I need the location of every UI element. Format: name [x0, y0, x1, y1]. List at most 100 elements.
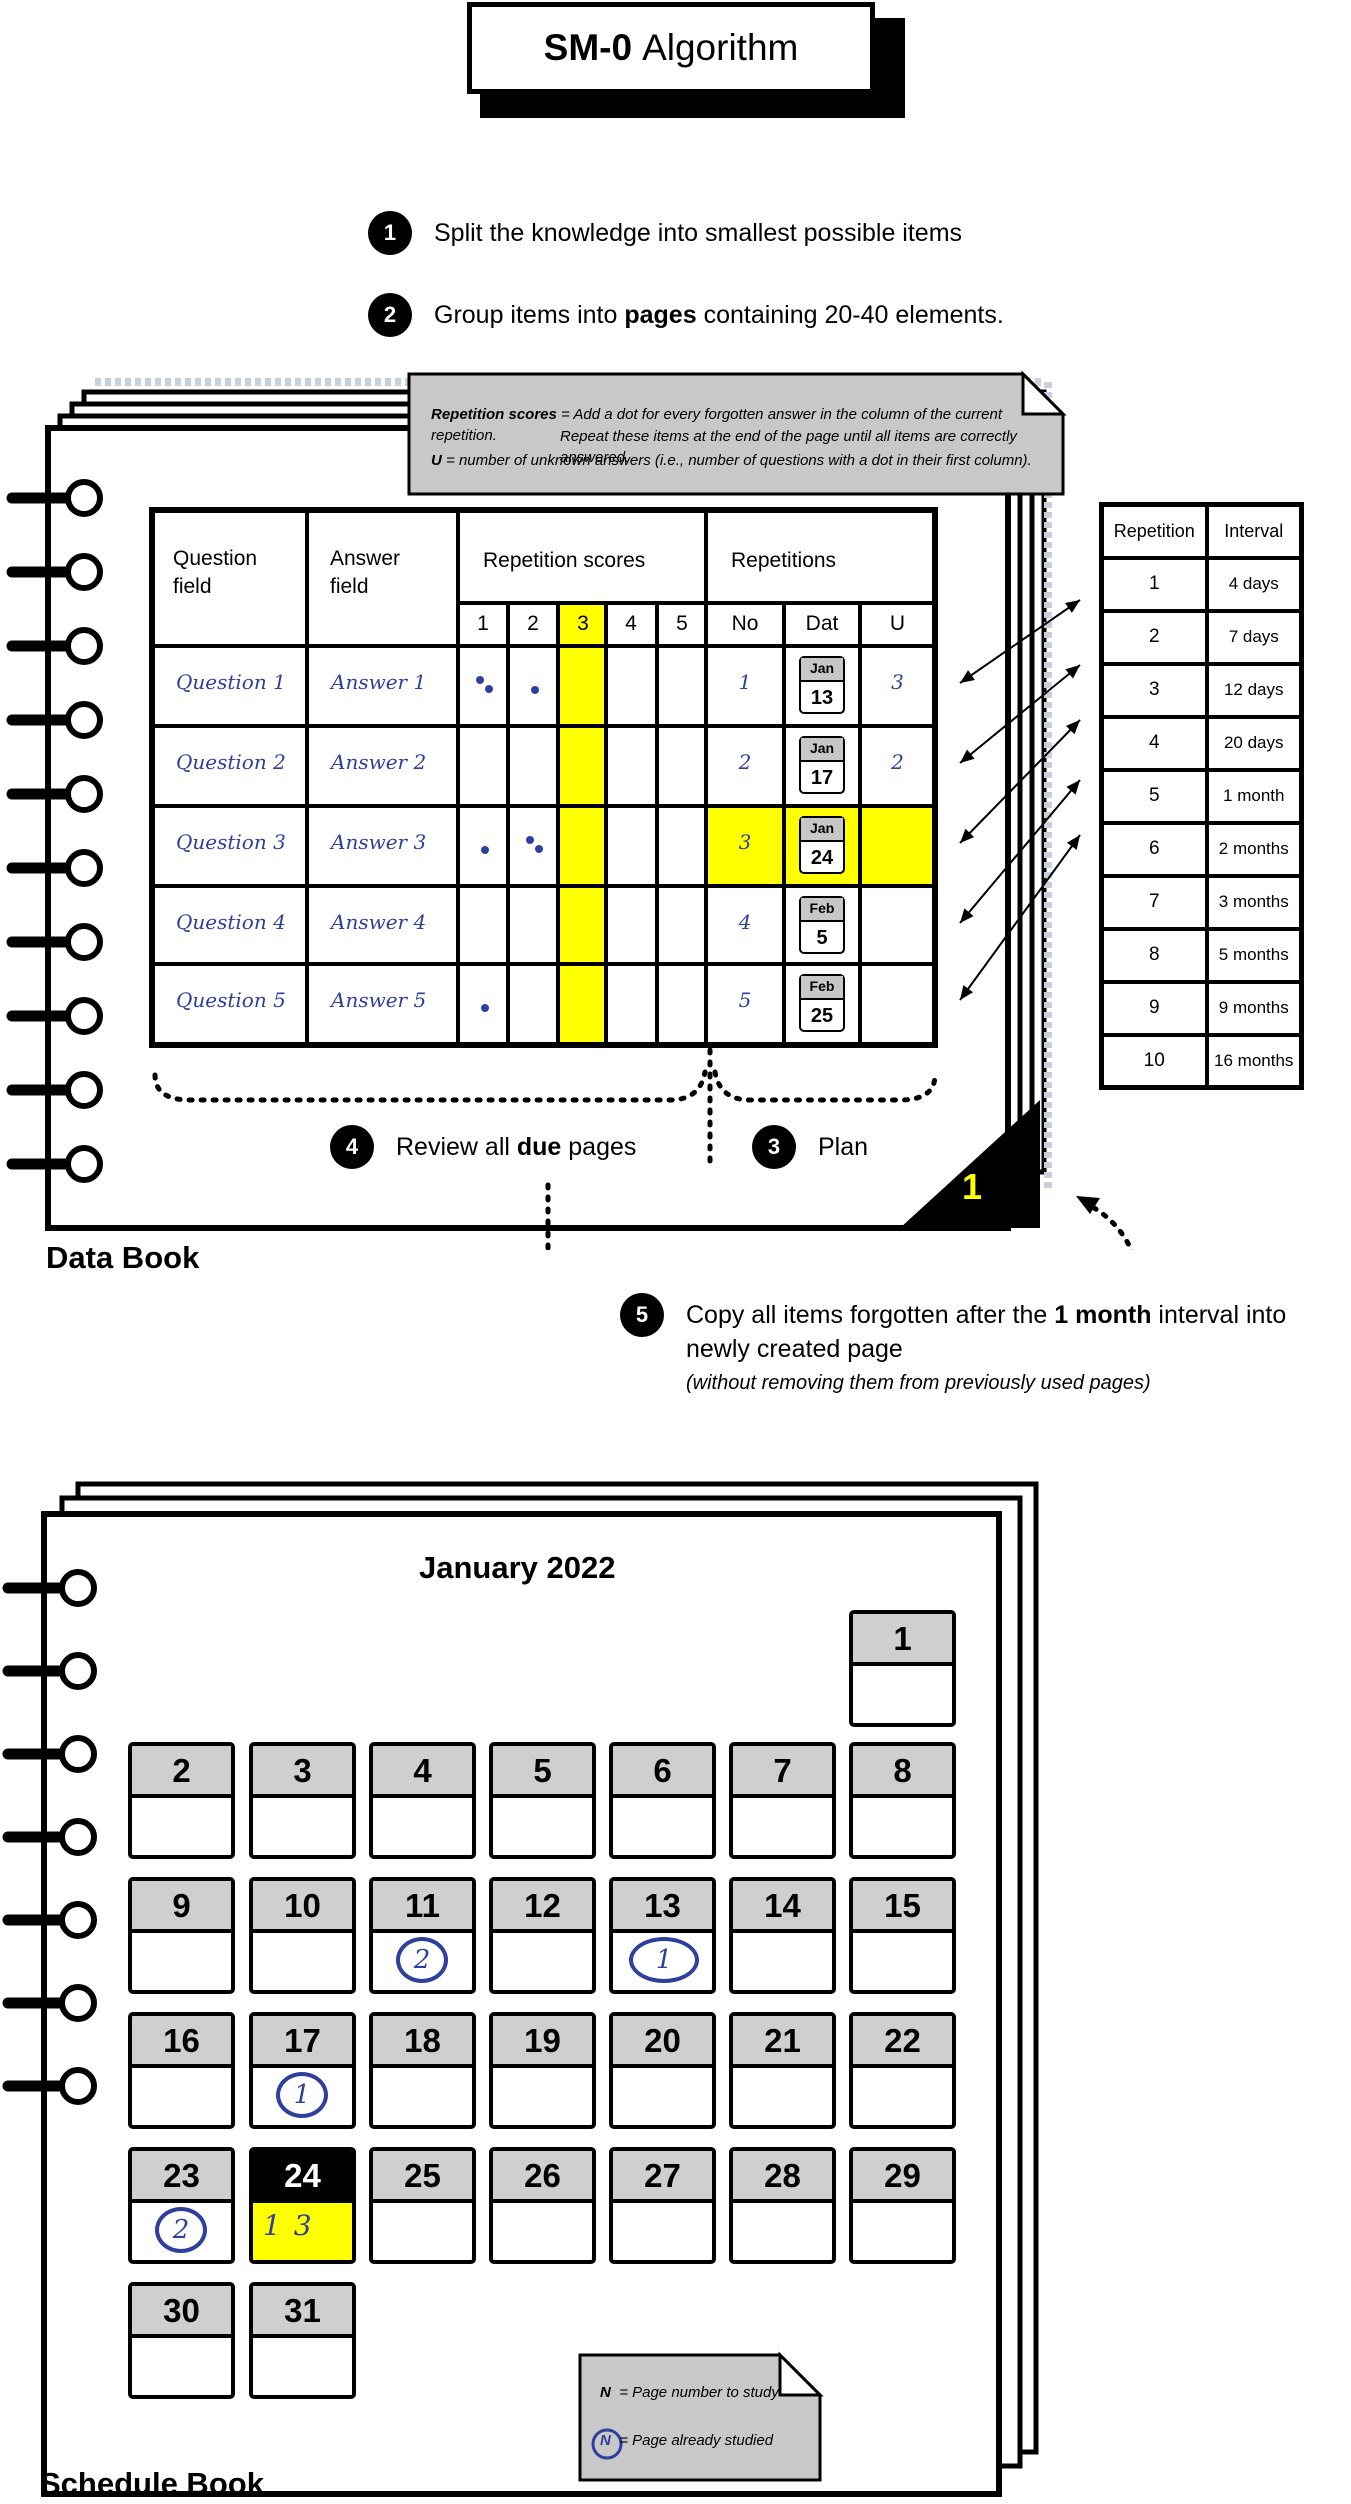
note-text-rep-2: Repeat these items at the end of the pag… [560, 428, 1017, 466]
legend-n-symbol: N [600, 2384, 611, 2401]
answer-cell: Answer 2 [331, 750, 427, 774]
calendar-day: 6 [609, 1742, 716, 1859]
calendar-day-number: 3 [253, 1746, 352, 1798]
calendar-day: 27 [609, 2147, 716, 2264]
legend-page-studied: N = Page already studied [600, 2432, 773, 2449]
header-question-line2: field [173, 575, 212, 598]
copy-arrow [1082, 1200, 1135, 1250]
calendar-day-number: 13 [613, 1881, 712, 1933]
repetition-column-header: U [889, 612, 906, 635]
repetition-number: 2 [738, 750, 752, 774]
calendar-day-number: 9 [132, 1881, 231, 1933]
note-fold [1021, 370, 1067, 416]
step-text-pre: Group items into [434, 301, 625, 329]
note-text-u: U = number of unknown answers (i.e., num… [431, 450, 1041, 471]
calendar-day-body [132, 1933, 231, 1990]
calendar-day: 30 [128, 2282, 235, 2399]
step-text: Split the knowledge into smallest possib… [434, 219, 963, 247]
calendar-day-number: 1 [853, 1614, 952, 1666]
calendar-day: 18 [369, 2012, 476, 2129]
forgotten-dot [476, 676, 484, 684]
ring-hole [65, 1071, 103, 1109]
question-cell: Question 2 [176, 750, 286, 774]
ring-hole [65, 775, 103, 813]
calendar-day-body [253, 1798, 352, 1855]
interval-cell: 5 months [1204, 926, 1304, 984]
calendar-day-body [373, 2203, 472, 2260]
calendar-day-body [493, 1933, 592, 1990]
calendar-day-number: 31 [253, 2286, 352, 2338]
calendar-day: 15 [849, 1877, 956, 1994]
step-note: (without removing them from previously u… [686, 1372, 1151, 1394]
calendar-day-body [253, 2338, 352, 2395]
repetition-number: 3 [738, 830, 752, 854]
calendar-day-number: 29 [853, 2151, 952, 2203]
calendar-day-body [733, 2068, 832, 2125]
title-rest: Algorithm [642, 27, 799, 68]
step-badge: 4 [330, 1125, 374, 1169]
arrowhead [1065, 600, 1080, 613]
legend-n-text: = Page number to study [619, 2384, 779, 2401]
arrowhead [960, 985, 974, 1000]
pages-to-study: 1 3 [263, 2209, 314, 2242]
arrowhead [960, 828, 975, 843]
calendar-day-body [253, 1933, 352, 1990]
calendar-day-number: 15 [853, 1881, 952, 1933]
calendar-day-body [132, 2338, 231, 2395]
ring-hole [65, 997, 103, 1035]
page-title: SM-0 Algorithm [467, 2, 875, 94]
forgotten-dot [485, 685, 493, 693]
header-repetition-scores: Repetition scores [483, 549, 646, 572]
calendar-day-number: 19 [493, 2016, 592, 2068]
step-text-post: containing 20-40 elements. [696, 301, 1004, 329]
calendar-day-number: 27 [613, 2151, 712, 2203]
repetition-cell: 10 [1099, 1032, 1209, 1090]
date-chip-month: Jan [801, 738, 843, 762]
ring-hole [59, 1818, 97, 1856]
calendar-day-number: 17 [253, 2016, 352, 2068]
interval-cell: 9 months [1204, 979, 1304, 1037]
note-u-label: U [431, 452, 442, 469]
calendar-day: 3 [249, 1742, 356, 1859]
step-badge: 1 [368, 211, 412, 255]
studied-page-mark: 1 [629, 1937, 699, 1983]
question-cell: Question 3 [176, 830, 286, 854]
arrowhead [1065, 720, 1080, 735]
repetition-cell: Repetition [1099, 502, 1209, 560]
ring-hole [59, 2067, 97, 2105]
calendar-day: 26 [489, 2147, 596, 2264]
table-lines [149, 507, 938, 1048]
calendar-day-body [853, 1798, 952, 1855]
ring-hole [59, 1901, 97, 1939]
answer-cell: Answer 3 [331, 830, 427, 854]
calendar-day-body [853, 2203, 952, 2260]
ring-hole [65, 701, 103, 739]
calendar-day: 16 [128, 2012, 235, 2129]
arrowhead [1066, 835, 1080, 850]
note-rep-text: = Add a dot for every forgotten answer i… [431, 406, 1002, 444]
step-text-pre: Review all [396, 1133, 517, 1161]
data-book-label: Data Book [46, 1240, 200, 1275]
calendar-day-number: 30 [132, 2286, 231, 2338]
score-column-header: 4 [625, 612, 637, 635]
unknown-count: 3 [891, 670, 904, 694]
arrowhead [1065, 665, 1080, 679]
calendar-day-number: 22 [853, 2016, 952, 2068]
repetition-cell: 5 [1099, 767, 1209, 825]
arrowheads [960, 600, 1080, 1000]
calendar-day-number: 8 [853, 1746, 952, 1798]
calendar-day: 5 [489, 1742, 596, 1859]
interval-cell: 7 days [1204, 608, 1304, 666]
note-u-text: = number of unknown answers (i.e., numbe… [441, 452, 1032, 469]
step-1: 1 Split the knowledge into smallest poss… [368, 211, 963, 255]
